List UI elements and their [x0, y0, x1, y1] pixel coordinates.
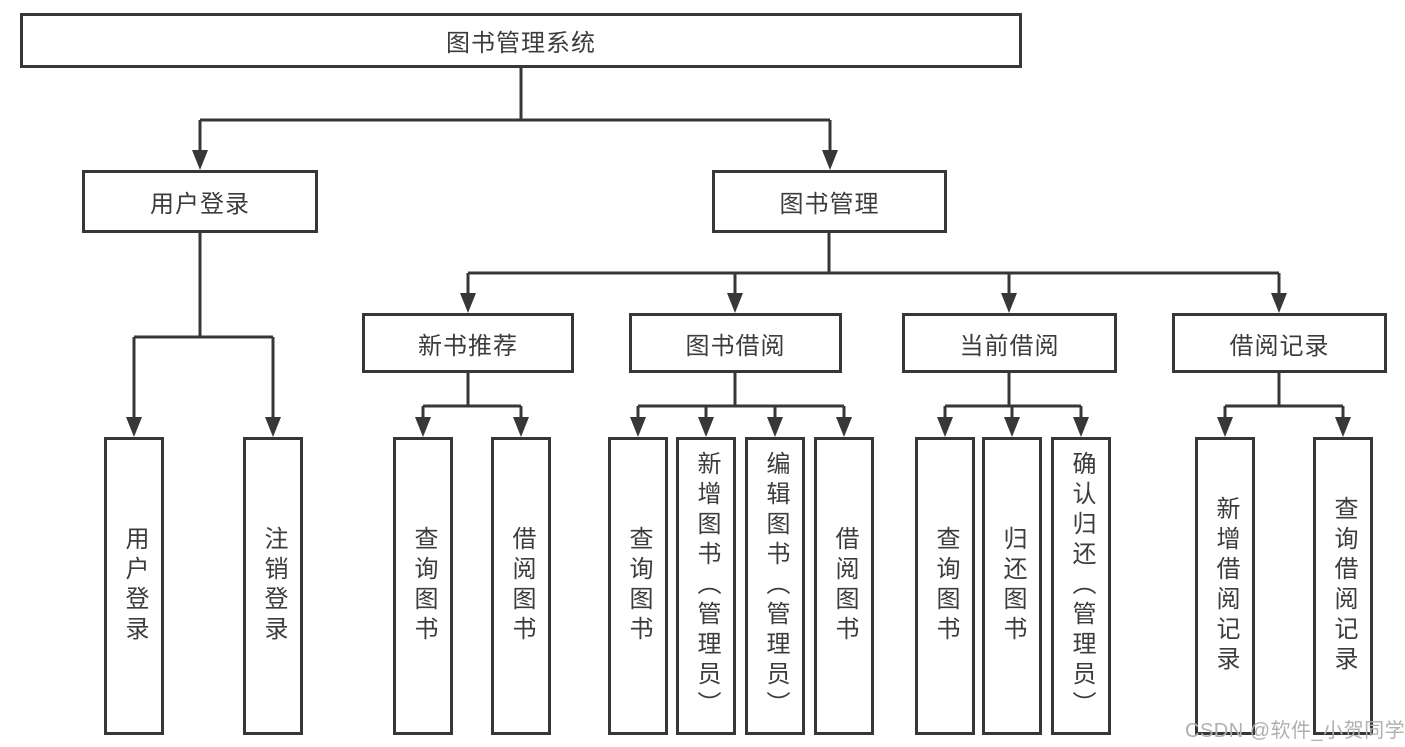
node-borrow-records: 借阅记录	[1172, 313, 1387, 373]
node-root-label: 图书管理系统	[446, 30, 596, 57]
arrowhead-group	[126, 150, 1351, 437]
node-new-book-recommend: 新书推荐	[362, 313, 574, 373]
node-current-borrow-label: 当前借阅	[959, 332, 1060, 360]
leaf-search-book-current: 查询图书	[915, 437, 975, 735]
leaf-logout: 注销登录	[243, 437, 303, 735]
leaf-edit-book-admin-label: 编辑图书（管理员）	[762, 451, 789, 721]
leaf-return-book-label: 归还图书	[999, 526, 1026, 646]
node-book-management-label: 图书管理	[779, 191, 880, 218]
node-book-borrow: 图书借阅	[629, 313, 842, 373]
leaf-confirm-return-admin-label: 确认归还（管理员）	[1068, 451, 1095, 721]
leaf-user-login-label: 用户登录	[121, 526, 148, 646]
leaf-edit-book-admin: 编辑图书（管理员）	[745, 437, 805, 735]
leaf-search-borrow-record-label: 查询借阅记录	[1330, 496, 1357, 676]
node-user-login-label: 用户登录	[150, 191, 250, 218]
node-root-system: 图书管理系统	[20, 13, 1022, 68]
node-current-borrow: 当前借阅	[902, 313, 1117, 373]
leaf-borrow-book-recommend-label: 借阅图书	[508, 526, 535, 646]
csdn-watermark: CSDN @软件_小贺同学	[1185, 720, 1405, 742]
leaf-search-book-borrow: 查询图书	[608, 437, 668, 735]
leaf-search-book-recommend-label: 查询图书	[410, 526, 437, 646]
leaf-confirm-return-admin: 确认归还（管理员）	[1051, 437, 1111, 735]
leaf-add-book-admin-label: 新增图书（管理员）	[693, 451, 720, 721]
node-new-book-recommend-label: 新书推荐	[418, 332, 518, 360]
node-book-management: 图书管理	[712, 170, 947, 233]
leaf-add-book-admin: 新增图书（管理员）	[676, 437, 736, 735]
leaf-add-borrow-record-label: 新增借阅记录	[1212, 496, 1239, 676]
node-book-borrow-label: 图书借阅	[685, 332, 786, 360]
leaf-add-borrow-record: 新增借阅记录	[1195, 437, 1255, 735]
leaf-borrow-book: 借阅图书	[814, 437, 874, 735]
leaf-search-book-current-label: 查询图书	[932, 526, 959, 646]
leaf-borrow-book-label: 借阅图书	[831, 526, 858, 646]
node-user-login: 用户登录	[82, 170, 318, 233]
leaf-user-login: 用户登录	[104, 437, 164, 735]
leaf-return-book: 归还图书	[982, 437, 1042, 735]
leaf-borrow-book-recommend: 借阅图书	[491, 437, 551, 735]
leaf-search-book-recommend: 查询图书	[393, 437, 453, 735]
leaf-logout-label: 注销登录	[260, 526, 287, 646]
leaf-search-book-borrow-label: 查询图书	[625, 526, 652, 646]
leaf-search-borrow-record: 查询借阅记录	[1313, 437, 1373, 735]
node-borrow-records-label: 借阅记录	[1229, 332, 1330, 360]
